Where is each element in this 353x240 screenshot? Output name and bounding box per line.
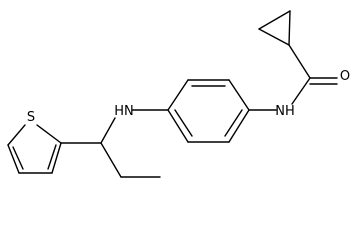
cyclopropane-bond-1 bbox=[258, 28, 290, 46]
benzene-ring bbox=[167, 79, 250, 143]
bond-carbonyl-cyclopropane bbox=[288, 44, 311, 79]
benzene-bond-1 bbox=[167, 79, 189, 111]
thiophene-bond-s-c2 bbox=[36, 124, 62, 144]
benzene-bond-4 bbox=[228, 109, 250, 143]
benzene-bond-6-double bbox=[174, 109, 193, 137]
benzene-bond-3 bbox=[228, 79, 250, 111]
amine-nh-label: HN bbox=[114, 104, 134, 119]
sulfur-label: S bbox=[27, 110, 35, 125]
cyclopropane-ring bbox=[258, 10, 291, 46]
benzene-bond-6 bbox=[167, 109, 189, 143]
thiophene-bond-c4-c5 bbox=[7, 144, 20, 174]
amide-nh-label: NH bbox=[275, 104, 295, 119]
cyclopropane-bond-3 bbox=[288, 10, 291, 46]
chemical-structure: S HN NH O bbox=[7, 10, 350, 178]
thiophene-bond-c2-c3-double bbox=[47, 144, 57, 170]
bond-ch-ethyl-a bbox=[100, 142, 122, 178]
thiophene-bond-c5-s bbox=[7, 124, 26, 146]
benzene-bond-4-double bbox=[224, 109, 243, 137]
thiophene-ring bbox=[7, 124, 62, 174]
cyclopropane-bond-2 bbox=[258, 10, 291, 30]
bond-ch-nh bbox=[100, 117, 116, 144]
oxygen-label: O bbox=[340, 69, 350, 84]
bond-amide-nh-carbonyl bbox=[291, 77, 311, 105]
alkyl-chain bbox=[60, 117, 161, 178]
thiophene-bond-c2-c3 bbox=[51, 142, 62, 174]
amide-group bbox=[248, 44, 338, 111]
thiophene-bond-c4-c5-double bbox=[12, 146, 24, 170]
